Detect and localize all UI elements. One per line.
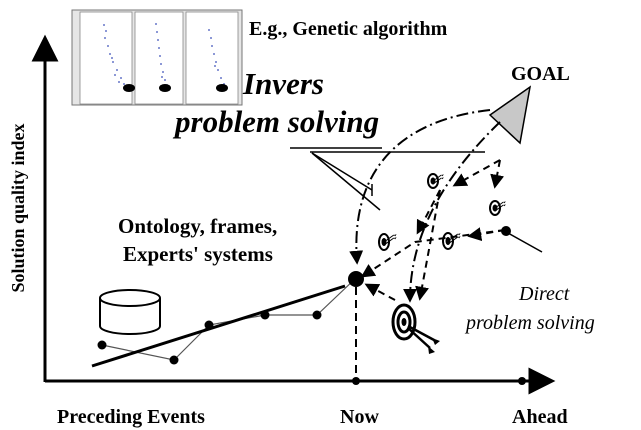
x-label-preceding: Preceding Events <box>57 406 205 428</box>
inverse-arc-right <box>403 121 501 303</box>
direct-solving-arrows <box>360 159 506 301</box>
now-axis-dot <box>352 377 360 385</box>
target-icon <box>427 173 445 189</box>
inverse-label-line2: problem solving <box>175 104 380 139</box>
goal-triangle-icon <box>488 85 532 145</box>
knowledge-label-line1: Ontology, frames, <box>118 214 278 238</box>
history-points <box>97 310 322 365</box>
y-axis-label: Solution quality index <box>8 123 28 293</box>
now-point <box>348 271 364 287</box>
x-label-ahead: Ahead <box>512 406 568 428</box>
x-label-now: Now <box>340 406 379 428</box>
target-icon <box>378 233 398 251</box>
inverse-arc-left <box>349 109 491 265</box>
target-icon-large <box>391 303 440 354</box>
goal-label: GOAL <box>511 63 570 85</box>
direct-label-line2: problem solving <box>466 312 595 334</box>
example-label: E.g., Genetic algorithm <box>249 18 448 40</box>
target-icon <box>489 200 507 216</box>
database-icon <box>99 289 161 335</box>
target-icon <box>442 232 462 250</box>
ga-thumbnail-icon <box>71 9 243 106</box>
inverse-callout <box>290 147 485 211</box>
inverse-label-line1: Invers <box>243 66 324 101</box>
knowledge-label-line2: Experts' systems <box>123 242 273 266</box>
trend-line <box>91 284 346 368</box>
direct-label-line1: Direct <box>519 283 570 305</box>
ahead-axis-dot <box>518 377 526 385</box>
direct-callout-line <box>507 232 543 253</box>
